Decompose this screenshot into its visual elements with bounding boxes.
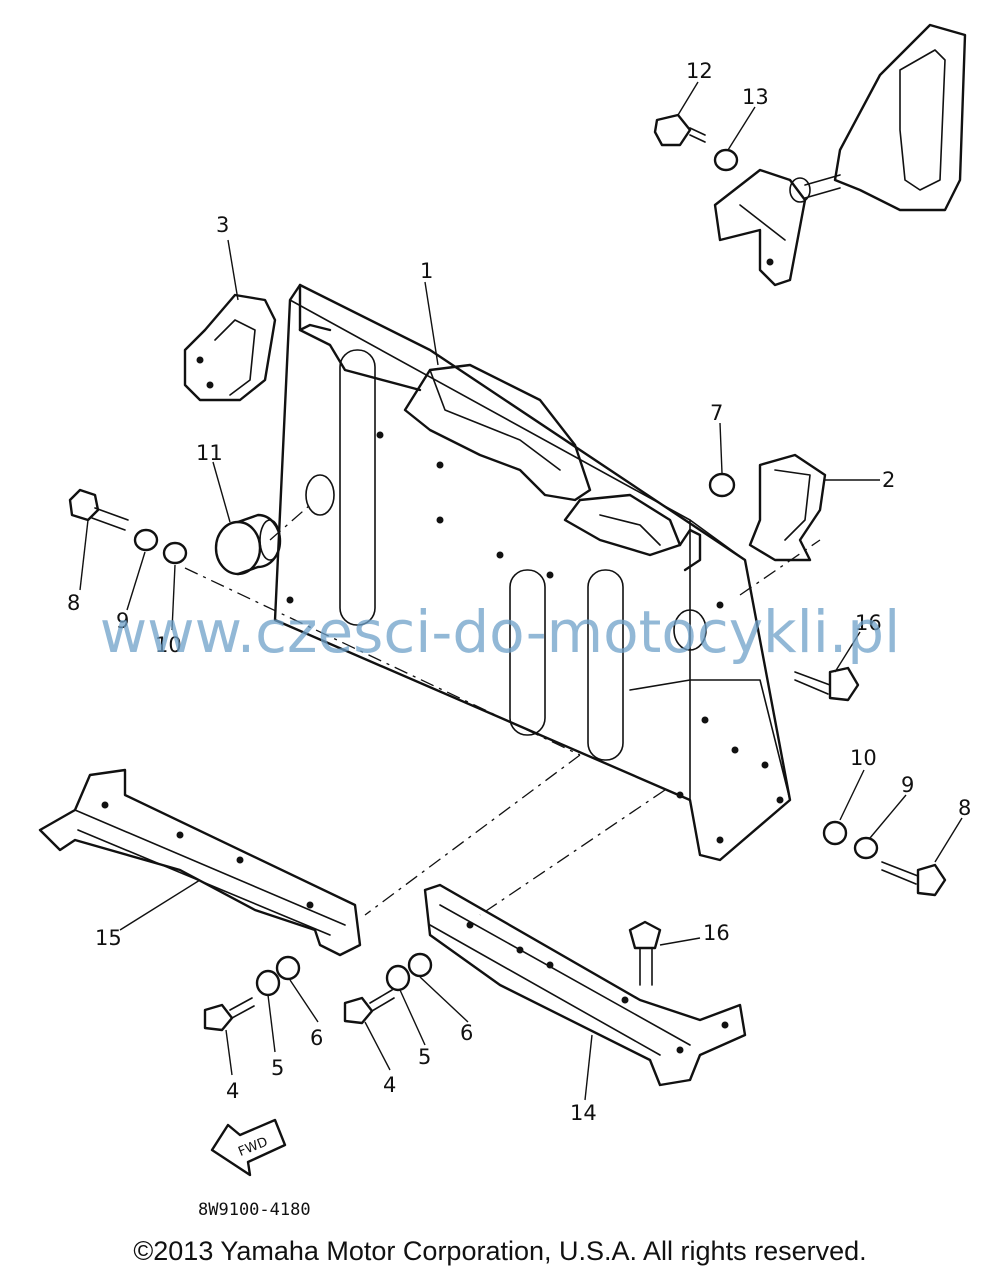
callout-8-right: 8 bbox=[958, 796, 971, 820]
callout-6-left: 6 bbox=[310, 1026, 323, 1050]
part-14-rail bbox=[423, 883, 747, 1087]
alignment-lines bbox=[184, 504, 821, 916]
part-15-rail bbox=[38, 768, 362, 957]
callout-5-right: 5 bbox=[418, 1045, 431, 1069]
callout-12: 12 bbox=[686, 59, 713, 83]
callout-9-left: 9 bbox=[116, 609, 129, 633]
callout-8-left: 8 bbox=[67, 591, 80, 615]
callout-4-right: 4 bbox=[383, 1073, 396, 1097]
callout-15: 15 bbox=[95, 926, 122, 950]
part-11-damper bbox=[214, 513, 282, 576]
callout-9-right: 9 bbox=[901, 773, 914, 797]
callout-10-left: 10 bbox=[155, 633, 182, 657]
callout-11: 11 bbox=[196, 441, 223, 465]
part-3-bracket bbox=[183, 293, 277, 402]
fwd-label: FWD bbox=[236, 1135, 270, 1160]
callout-4-left: 4 bbox=[226, 1079, 239, 1103]
part-1-main-frame bbox=[273, 283, 792, 862]
callout-16-upper: 16 bbox=[855, 611, 882, 635]
callout-6-right: 6 bbox=[460, 1021, 473, 1045]
callout-14: 14 bbox=[570, 1101, 597, 1125]
callout-2: 2 bbox=[882, 468, 895, 492]
left-bolt-set bbox=[68, 488, 188, 565]
callout-5-left: 5 bbox=[271, 1056, 284, 1080]
site-watermark: www.czesci-do-motocykli.pl bbox=[99, 598, 901, 666]
callout-16-lower: 16 bbox=[703, 921, 730, 945]
copyright-notice: ©2013 Yamaha Motor Corporation, U.S.A. A… bbox=[133, 1236, 867, 1266]
fwd-arrow: FWD bbox=[210, 1118, 287, 1177]
callout-3: 3 bbox=[216, 213, 229, 237]
callout-numbers: 1 2 3 4 4 5 5 6 6 7 8 8 9 9 10 10 11 12 … bbox=[67, 59, 971, 1125]
drawing-code: 8W9100-4180 bbox=[198, 1200, 311, 1220]
callout-13: 13 bbox=[742, 85, 769, 109]
part-2-bracket bbox=[708, 453, 827, 562]
callout-1: 1 bbox=[420, 259, 433, 283]
right-bolt-set bbox=[794, 666, 947, 897]
leader-lines bbox=[79, 81, 963, 1101]
callout-7: 7 bbox=[710, 401, 723, 425]
callout-10-right: 10 bbox=[850, 746, 877, 770]
lower-bolt-sets bbox=[203, 920, 662, 1032]
